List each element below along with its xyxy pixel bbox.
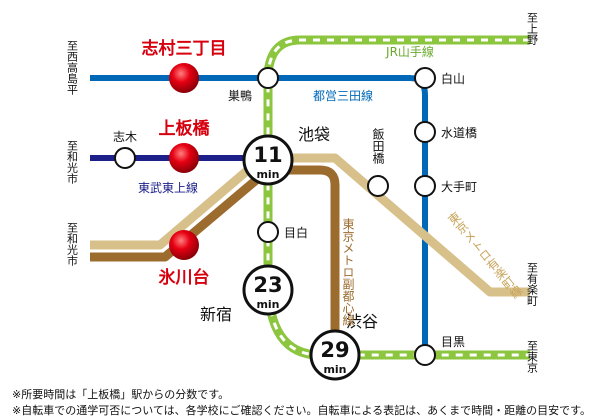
time-unit: min bbox=[323, 363, 346, 376]
footnote-bicycle: ※自転車での通学可否については、各学校にご確認ください。自転車による表記は、あく… bbox=[12, 404, 592, 417]
station-label-hakusan: 白山 bbox=[441, 71, 465, 86]
yamanote-line bbox=[263, 35, 530, 360]
station-suidobashi-marker bbox=[414, 121, 436, 143]
time-value: 29 bbox=[320, 338, 349, 362]
station-label-mejiro: 目白 bbox=[284, 225, 308, 240]
station-shimura-sanchome-marker bbox=[169, 63, 199, 93]
time-value: 11 bbox=[253, 143, 282, 167]
time-badge-ikebukuro: 11 min bbox=[242, 134, 294, 186]
footnote-time: ※所要時間は「上板橋」駅からの分数です。 bbox=[12, 388, 230, 401]
station-meguro-marker bbox=[414, 344, 436, 366]
station-label-shibuya: 渋谷 bbox=[346, 312, 378, 331]
time-badge-shinjuku: 23 min bbox=[242, 264, 294, 316]
direction-ueno: 至上野 bbox=[526, 12, 539, 45]
direction-shintomicho: 至有楽町 bbox=[526, 262, 539, 306]
station-label-iidabashi: 飯田橋 bbox=[371, 127, 385, 165]
station-label-hikawadai: 氷川台 bbox=[159, 267, 210, 288]
station-label-suidobashi: 水道橋 bbox=[441, 126, 477, 140]
station-label-meguro: 目黒 bbox=[441, 335, 465, 349]
station-label-ikebukuro: 池袋 bbox=[298, 125, 330, 144]
station-label-shinjuku: 新宿 bbox=[200, 305, 232, 324]
station-iidabashi-marker bbox=[367, 175, 389, 197]
time-unit: min bbox=[256, 298, 279, 311]
direction-tokyo: 至東京 bbox=[526, 340, 539, 374]
time-value: 23 bbox=[253, 273, 282, 297]
station-shiki-marker bbox=[114, 147, 136, 169]
line-label-tobu-tojo: 東武東上線 bbox=[138, 180, 198, 195]
yurakucho-line bbox=[90, 153, 530, 297]
station-hikawadai-marker bbox=[169, 230, 199, 260]
direction-wakoshi-lower: 至和光市 bbox=[66, 222, 79, 267]
station-mejiro-marker bbox=[257, 221, 279, 243]
time-badge-shibuya: 29 min bbox=[309, 329, 361, 381]
station-kamiitabashi-marker bbox=[169, 143, 199, 173]
direction-nishitakashimadaira: 至西高島平 bbox=[66, 40, 79, 96]
station-label-otemachi: 大手町 bbox=[441, 180, 477, 194]
station-hakusan-marker bbox=[414, 67, 436, 89]
station-label-shiki: 志木 bbox=[113, 130, 137, 144]
station-sugamo-marker bbox=[257, 67, 279, 89]
station-markers bbox=[114, 67, 436, 366]
station-label-shimura-sanchome: 志村三丁目 bbox=[142, 38, 227, 59]
direction-wakoshi-upper: 至和光市 bbox=[66, 140, 79, 185]
station-otemachi-marker bbox=[414, 175, 436, 197]
line-label-yamanote: JR山手線 bbox=[385, 44, 434, 59]
line-label-fukutoshin: 東京メトロ副都心線 bbox=[341, 218, 355, 326]
station-label-kamiitabashi: 上板橋 bbox=[159, 118, 211, 139]
line-label-mita: 都営三田線 bbox=[313, 88, 373, 103]
highlight-stations bbox=[169, 63, 199, 260]
station-label-sugamo: 巣鴨 bbox=[228, 89, 252, 103]
time-unit: min bbox=[256, 168, 279, 181]
